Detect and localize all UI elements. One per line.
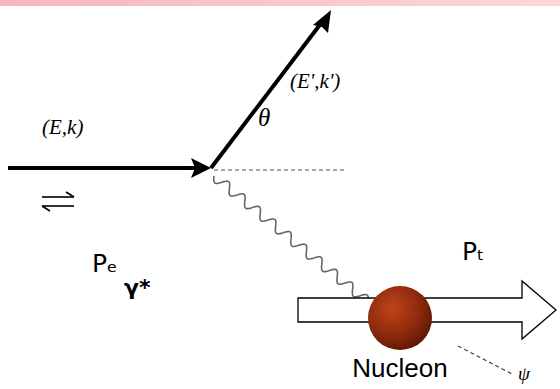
nucleon-circle-shape (368, 286, 432, 350)
polarization-label: Pₑ (92, 250, 118, 278)
arrow-head (313, 10, 331, 33)
polarization-label: Pₜ (462, 238, 484, 266)
polarization-symbol (42, 192, 74, 211)
energy-momentum-label: (E',k') (290, 70, 340, 93)
nucleon-shape (348, 284, 452, 354)
angle-symbol: θ (258, 104, 270, 132)
angle-symbol: ψ (518, 364, 530, 385)
arrow-head (191, 158, 211, 178)
virtual-photon (214, 176, 369, 302)
reference-line (214, 169, 345, 170)
nucleon-circle: Nucleon (348, 284, 452, 383)
photon-label: γ* (124, 276, 151, 300)
energy-momentum-label: (E,k) (42, 116, 83, 139)
outgoing-electron (211, 22, 322, 168)
node-label: Nucleon (348, 354, 452, 383)
angle-line (458, 346, 512, 374)
top-bar (0, 0, 560, 6)
incoming-electron (8, 166, 196, 170)
